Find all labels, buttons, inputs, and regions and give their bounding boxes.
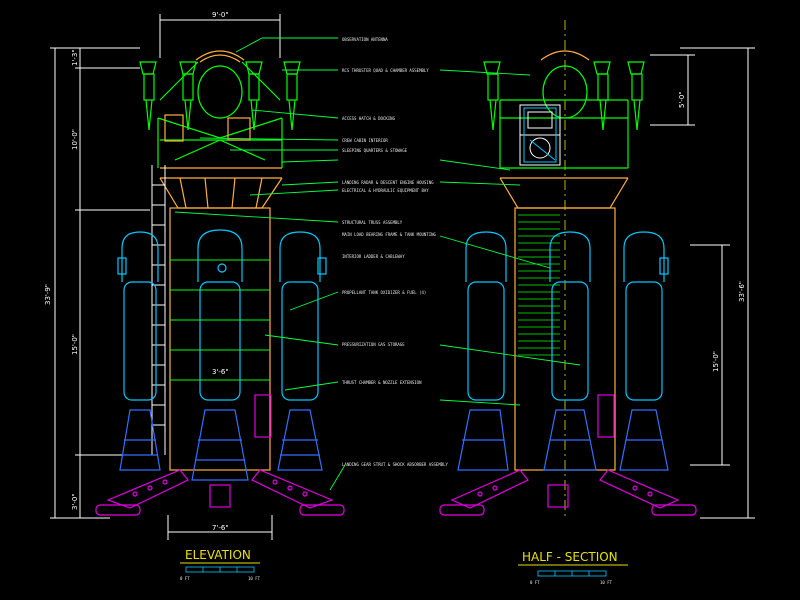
dim-top-width: 9'-0" [212, 11, 229, 19]
dim-overall-left: 33'-9" [44, 284, 52, 305]
half-section-view: 5'-0" 33'-6" 15'-0" [439, 20, 755, 520]
scale-right-end: 10 FT [600, 580, 613, 585]
annotation-11: PROPELLANT TANK OXIDIZER & FUEL (4) [342, 290, 426, 295]
elevation-cabin [139, 61, 301, 168]
dim-height-1: 1'-3" [71, 49, 79, 66]
annotation-5: SLEEPING QUARTERS & STOWAGE [342, 148, 408, 153]
elevation-landing-gear [95, 394, 345, 516]
annotation-12: PRESSURIZATION GAS STORAGE [342, 342, 405, 347]
annotation-3: ACCESS HATCH & DOCKING [342, 116, 396, 121]
dim-height-4: 3'-0" [71, 493, 79, 510]
section-landing-gear [439, 394, 697, 516]
elevation-hatch [164, 114, 184, 142]
dim-right-mid: 15'-0" [712, 351, 720, 372]
section-dimension-lines [650, 47, 755, 519]
annotation-13: THRUST CHAMBER & NOZZLE EXTENSION [342, 380, 422, 385]
elevation-dimension-lines [50, 14, 281, 540]
dim-height-3: 15'-0" [71, 334, 79, 355]
elevation-leader-lines [174, 37, 346, 491]
section-column-ribs [518, 214, 560, 356]
scale-right-start: 0 FT [530, 580, 540, 585]
titles: ELEVATION HALF - SECTION [180, 548, 628, 566]
annotation-14: LANDING GEAR STRUT & SHOCK ABSORBER ASSE… [342, 462, 449, 467]
dim-bottom-width: 7'-6" [212, 524, 229, 532]
annotation-7: ELECTRICAL & HYDRAULIC EQUIPMENT BAY [342, 188, 429, 193]
annotation-6: LANDING RADAR & DESCENT ENGINE HOUSING [342, 180, 434, 185]
section-cabin [483, 61, 645, 169]
annotation-1: OBSERVATION ANTENNA [342, 37, 388, 42]
annotation-9: MAIN LOAD BEARING FRAME & TANK MOUNTING [342, 232, 437, 237]
elevation-dome [159, 50, 283, 209]
scale-left-start: 0 FT [180, 576, 190, 581]
dim-right-top: 5'-0" [678, 91, 686, 108]
annotation-2: RCS THRUSTER QUAD & CHAMBER ASSEMBLY [342, 68, 429, 73]
section-interior-panels [523, 107, 557, 163]
elevation-window [227, 117, 251, 141]
annotation-8: STRUCTURAL TRUSS ASSEMBLY [342, 220, 403, 225]
dim-overall-right: 33'-6" [738, 281, 746, 302]
section-nozzles [457, 409, 669, 471]
elevation-ladder [151, 165, 166, 455]
annotation-10: INTERIOR LADDER & CABLEWAY [342, 254, 405, 259]
elevation-tanks [117, 229, 327, 401]
section-tanks [465, 231, 669, 401]
dim-height-2: 10'-0" [71, 129, 79, 150]
title-half-section: HALF - SECTION [522, 550, 618, 564]
scale-bar-right: 0 FT 10 FT [530, 570, 613, 585]
scale-bar-left: 0 FT 10 FT [180, 566, 261, 581]
section-leader-lines [439, 69, 581, 406]
scale-left-end: 10 FT [248, 576, 261, 581]
elevation-nozzles [119, 409, 323, 481]
section-interior-equipment [519, 104, 561, 166]
elevation-column [169, 207, 271, 471]
elevation-column-bands [170, 259, 270, 381]
annotation-list: OBSERVATION ANTENNA RCS THRUSTER QUAD & … [342, 37, 449, 467]
elevation-view: 9'-0" 1'-3" 10'-0" 33'-9" 15'-0" 3'-0" 7… [44, 11, 346, 540]
dim-tank-diameter: 3'-6" [212, 368, 229, 376]
title-elevation: ELEVATION [185, 548, 251, 562]
annotation-4: CREW CABIN INTERIOR [342, 138, 388, 143]
